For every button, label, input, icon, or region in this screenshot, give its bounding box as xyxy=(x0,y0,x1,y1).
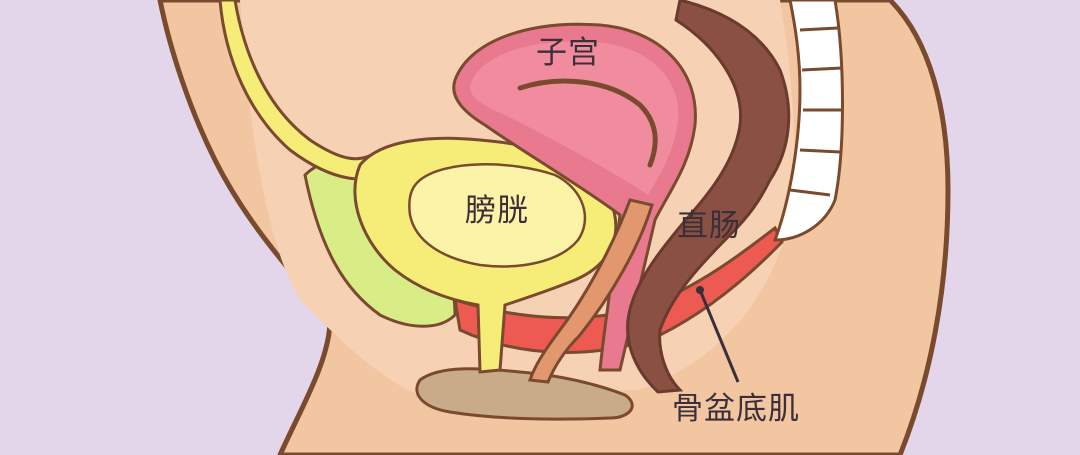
rectum-label: 直肠 xyxy=(677,208,741,244)
pelvic-floor-leader-line xyxy=(698,289,740,383)
uterine-cavity-line xyxy=(517,78,658,168)
bladder-inner xyxy=(408,163,587,268)
uterus-label: 子宫 xyxy=(536,35,600,71)
bladder-label: 膀胱 xyxy=(465,193,529,229)
uterus-inner xyxy=(469,41,679,195)
vagina-canal xyxy=(527,198,654,384)
rectum xyxy=(626,0,791,394)
pelvic-floor-label: 骨盆底肌 xyxy=(672,391,800,427)
spine xyxy=(772,0,844,242)
pelvic-floor-leader-dot xyxy=(696,286,704,294)
